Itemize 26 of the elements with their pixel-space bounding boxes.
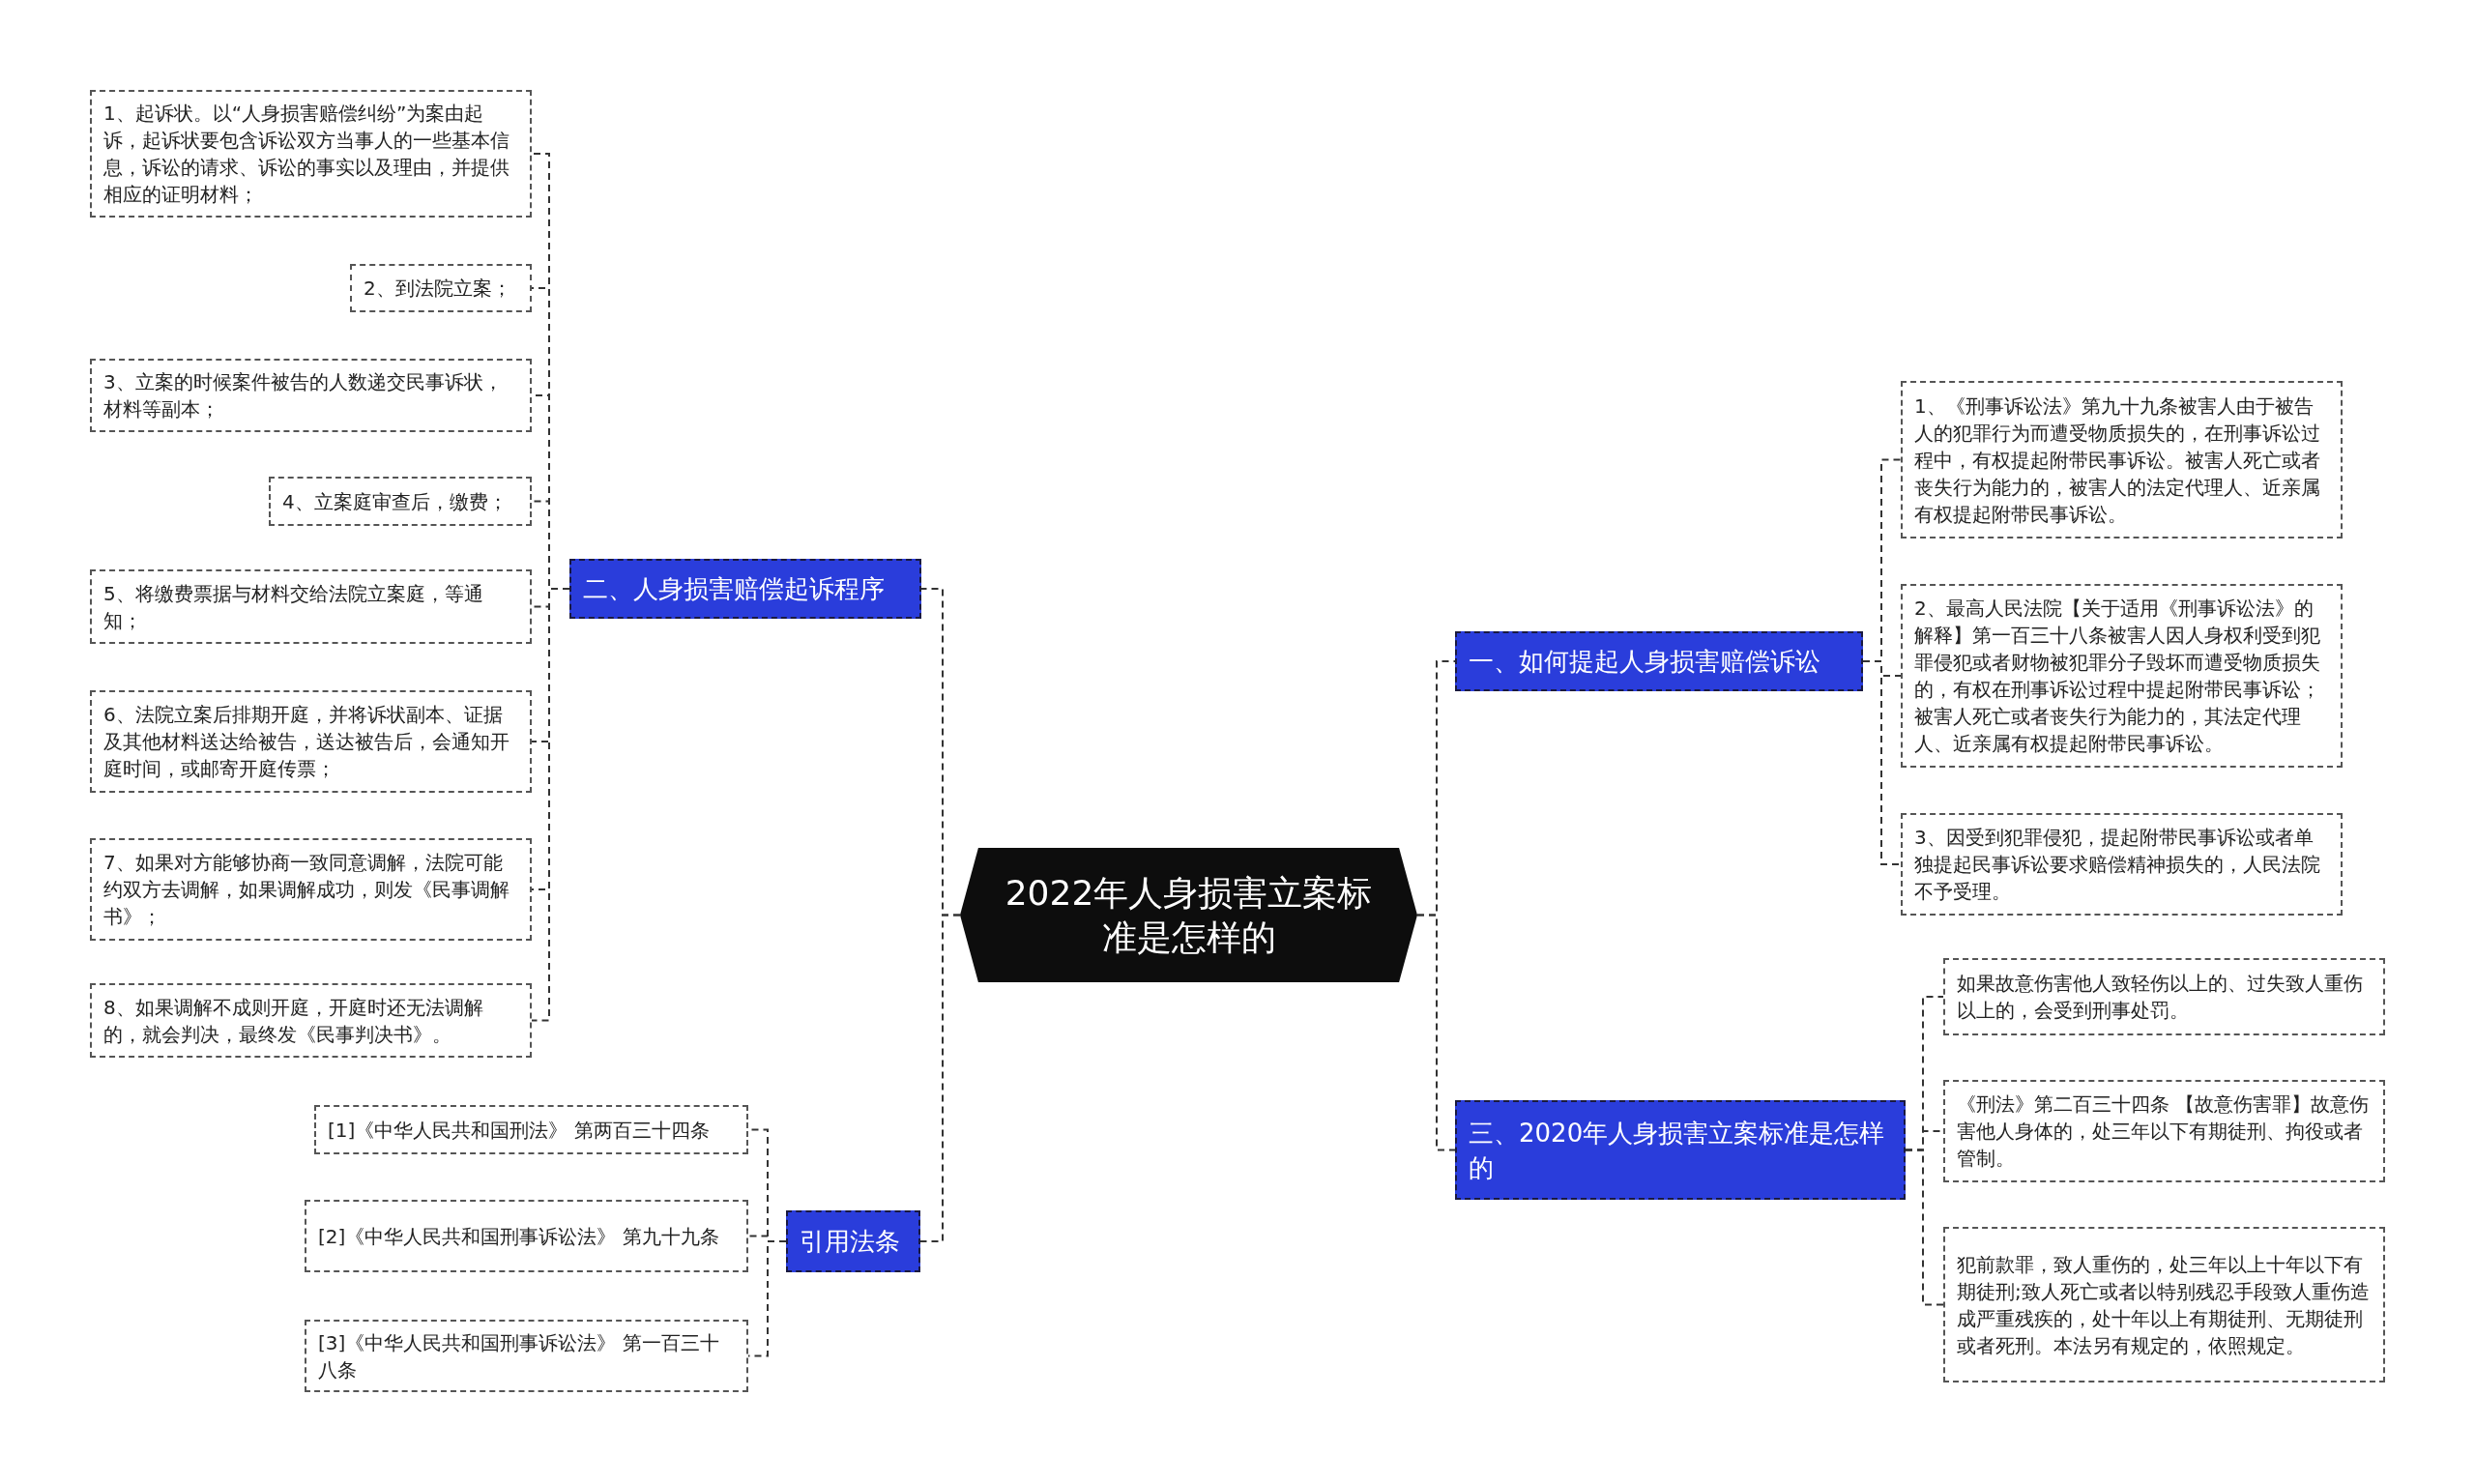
- connector: [919, 914, 961, 1242]
- branch-box: 引用法条: [786, 1210, 920, 1272]
- text-box: 1、《刑事诉讼法》第九十九条被害人由于被告人的犯罪行为而遭受物质损失的，在刑事诉讼过程中，有权提起附带民事诉讼。被害人死亡或者丧失行为能力的，被害人的法定代理人、近亲属有权提起附带民事诉讼。: [1901, 381, 2343, 538]
- connector: [1416, 914, 1456, 1151]
- text-box: [1]《中华人民共和国刑法》 第两百三十四条: [314, 1105, 748, 1154]
- text-box: 4、立案庭审查后，缴费；: [269, 477, 532, 526]
- text-box: 1、起诉状。以“人身损害赔偿纠纷”为案由起诉，起诉状要包含诉讼双方当事人的一些基本信息，诉讼的请求、诉讼的事实以及理由，并提供相应的证明材料；: [90, 90, 532, 218]
- text-box: 《刑法》第二百三十四条 【故意伤害罪】故意伤害他人身体的，处三年以下有期徒刑、拘役或者管制。: [1943, 1080, 2385, 1182]
- text-box: [2]《中华人民共和国刑事诉讼法》 第九十九条: [305, 1200, 748, 1272]
- connector: [1905, 1149, 1944, 1306]
- text-box: 犯前款罪，致人重伤的，处三年以上十年以下有期徒刑;致人死亡或者以特别残忍手段致人重伤造成严重残疾的，处十年以上有期徒刑、无期徒刑或者死刑。本法另有规定的，依照规定。: [1943, 1227, 2385, 1382]
- text-box: 8、如果调解不成则开庭，开庭时还无法调解的，就会判决，最终发《民事判决书》。: [90, 983, 532, 1058]
- connector: [1862, 660, 1902, 865]
- topic-box: 2022年人身损害立案标准是怎样的: [960, 848, 1417, 982]
- text-box: [3]《中华人民共和国刑事诉讼法》 第一百三十八条: [305, 1320, 748, 1392]
- text-box: 3、因受到犯罪侵犯，提起附带民事诉讼或者单独提起民事诉讼要求赔偿精神损失的，人民法院不予受理。: [1901, 813, 2343, 916]
- text-box: 2、到法院立案；: [350, 264, 532, 312]
- text-box: 5、将缴费票据与材料交给法院立案庭，等通知；: [90, 569, 532, 644]
- text-box: 如果故意伤害他人致轻伤以上的、过失致人重伤以上的，会受到刑事处罚。: [1943, 958, 2385, 1035]
- branch-box: 二、人身损害赔偿起诉程序: [569, 559, 921, 619]
- branch-box: 一、如何提起人身损害赔偿诉讼: [1455, 631, 1863, 691]
- text-box: 3、立案的时候案件被告的人数递交民事诉状，材料等副本；: [90, 359, 532, 432]
- text-box: 2、最高人民法院【关于适用《刑事诉讼法》的解释】第一百三十八条被害人因人身权利受到犯罪侵犯或者财物被犯罪分子毁坏而遭受物质损失的，有权在刑事诉讼过程中提起附带民事诉讼；被害人死亡或者丧失行为能力的，其法定代理人、近亲属有权提起附带民事诉讼。: [1901, 584, 2343, 768]
- text-box: 6、法院立案后排期开庭，并将诉状副本、证据及其他材料送达给被告，送达被告后，会通知开庭时间，或邮寄开庭传票；: [90, 690, 532, 793]
- branch-box: 三、2020年人身损害立案标准是怎样的: [1455, 1100, 1906, 1200]
- text-box: 7、如果对方能够协商一致同意调解，法院可能约双方去调解，如果调解成功，则发《民事调解书》；: [90, 838, 532, 941]
